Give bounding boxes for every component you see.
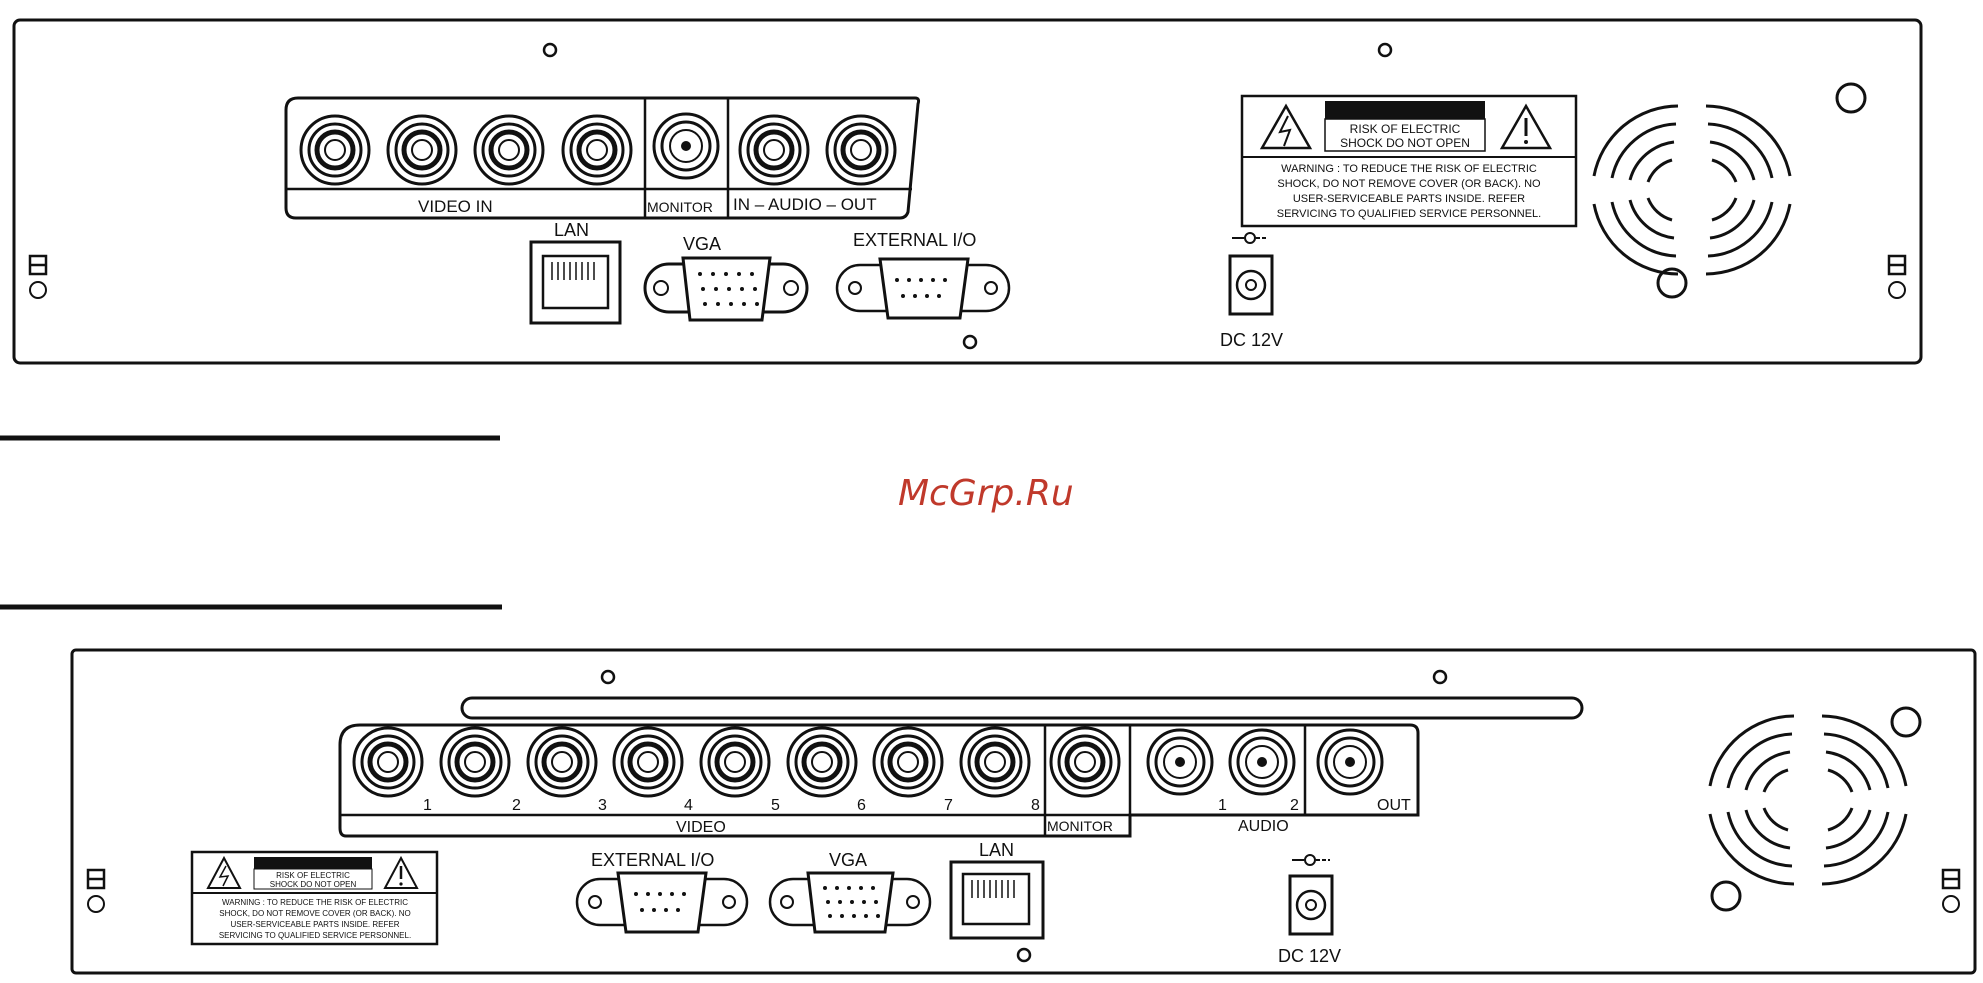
vga-pins bbox=[698, 272, 759, 306]
warning-label: RISK OF ELECTRIC SHOCK DO NOT OPEN WARNI… bbox=[190, 850, 439, 946]
channel-5-label: 5 bbox=[771, 797, 780, 814]
handle-rail bbox=[460, 696, 1584, 720]
channel-8-label: 8 bbox=[1031, 797, 1040, 814]
screw-hole bbox=[1377, 42, 1393, 58]
lightning-warning-icon bbox=[1259, 103, 1313, 150]
external-io-label: EXTERNAL I/O bbox=[591, 850, 714, 870]
channel-3-label: 3 bbox=[598, 797, 607, 814]
video-in-bnc-1[interactable] bbox=[301, 116, 369, 184]
lan-socket bbox=[541, 254, 610, 310]
lan-label: LAN bbox=[554, 220, 589, 240]
audio-out-bnc[interactable] bbox=[827, 116, 895, 184]
svg-text:USER-SERVICEABLE PARTS INSIDE.: USER-SERVICEABLE PARTS INSIDE. REFER bbox=[1293, 193, 1525, 205]
svg-text:WARNING : TO REDUCE THE RISK O: WARNING : TO REDUCE THE RISK OF ELECTRIC bbox=[222, 898, 408, 907]
screw-hole bbox=[1016, 947, 1032, 963]
video-bnc-4[interactable] bbox=[614, 728, 682, 796]
screw-hole bbox=[600, 669, 616, 685]
svg-text:SHOCK, DO NOT REMOVE COVER (OR: SHOCK, DO NOT REMOVE COVER (OR BACK). NO bbox=[219, 909, 410, 918]
dc-polarity-icon bbox=[1292, 854, 1330, 866]
audio-1-label: 1 bbox=[1218, 797, 1227, 814]
audio-2-label: 2 bbox=[1290, 797, 1299, 814]
watermark-text: McGrp.Ru bbox=[898, 473, 1074, 514]
channel-7-label: 7 bbox=[944, 797, 953, 814]
svg-text:RISK OF ELECTRIC: RISK OF ELECTRIC bbox=[1350, 122, 1461, 136]
dc-12v-label: DC 12V bbox=[1278, 946, 1341, 966]
external-io-pins bbox=[895, 278, 947, 298]
svg-text:SHOCK, DO NOT REMOVE COVER (OR: SHOCK, DO NOT REMOVE COVER (OR BACK). NO bbox=[1277, 178, 1541, 190]
svg-text:SERVICING TO QUALIFIED SERVICE: SERVICING TO QUALIFIED SERVICE PERSONNEL… bbox=[219, 931, 411, 940]
lan-pins bbox=[551, 262, 595, 280]
warning-label: RISK OF ELECTRIC SHOCK DO NOT OPEN WARNI… bbox=[1240, 94, 1578, 228]
monitor-bnc[interactable] bbox=[652, 112, 720, 180]
lan-label: LAN bbox=[979, 840, 1014, 860]
monitor-label: MONITOR bbox=[647, 199, 713, 215]
video-in-bnc-2[interactable] bbox=[388, 116, 456, 184]
channel-2-label: 2 bbox=[512, 797, 521, 814]
lightning-warning-icon bbox=[206, 855, 242, 889]
video-bnc-3[interactable] bbox=[528, 728, 596, 796]
video-bnc-1[interactable] bbox=[354, 728, 422, 796]
audio-out-bnc[interactable] bbox=[1316, 728, 1384, 796]
svg-text:WARNING : TO REDUCE THE RISK O: WARNING : TO REDUCE THE RISK OF ELECTRIC bbox=[1281, 163, 1537, 175]
audio-bnc-1[interactable] bbox=[1146, 728, 1214, 796]
svg-text:SERVICING TO QUALIFIED SERVICE: SERVICING TO QUALIFIED SERVICE PERSONNEL… bbox=[1277, 208, 1541, 220]
video-in-bnc-3[interactable] bbox=[475, 116, 543, 184]
channel-6-label: 6 bbox=[857, 797, 866, 814]
audio-in-bnc[interactable] bbox=[740, 116, 808, 184]
external-io-pins bbox=[634, 892, 686, 912]
video-in-label: VIDEO IN bbox=[418, 197, 493, 216]
bottom-rear-panel: 1 2 3 4 5 6 7 8 1 2 OUT VIDEO MONITOR AU… bbox=[70, 648, 1977, 975]
video-bnc-6[interactable] bbox=[788, 728, 856, 796]
video-bnc-5[interactable] bbox=[701, 728, 769, 796]
video-in-bnc-4[interactable] bbox=[563, 116, 631, 184]
video-bnc-8[interactable] bbox=[961, 728, 1029, 796]
dc-polarity-icon bbox=[1232, 232, 1268, 244]
monitor-bnc[interactable] bbox=[1051, 728, 1119, 796]
screw-hole bbox=[542, 42, 558, 58]
channel-1-label: 1 bbox=[423, 797, 432, 814]
fan-vent-icon bbox=[1592, 82, 1867, 299]
monitor-label: MONITOR bbox=[1047, 818, 1113, 834]
vga-label: VGA bbox=[683, 234, 721, 254]
video-bnc-7[interactable] bbox=[874, 728, 942, 796]
top-rear-panel: VIDEO IN MONITOR IN – AUDIO – OUT LAN VG… bbox=[12, 18, 1923, 365]
audio-bnc-2[interactable] bbox=[1228, 728, 1296, 796]
video-label: VIDEO bbox=[676, 819, 726, 836]
svg-text:USER-SERVICEABLE PARTS INSIDE.: USER-SERVICEABLE PARTS INSIDE. REFER bbox=[231, 920, 400, 929]
audio-label: AUDIO bbox=[1238, 818, 1289, 835]
fan-vent-icon bbox=[1708, 706, 1922, 912]
channel-4-label: 4 bbox=[684, 797, 693, 814]
video-bnc-2[interactable] bbox=[441, 728, 509, 796]
vga-label: VGA bbox=[829, 850, 867, 870]
dc-12v-label: DC 12V bbox=[1220, 330, 1283, 350]
external-io-label: EXTERNAL I/O bbox=[853, 230, 976, 250]
svg-text:SHOCK DO NOT OPEN: SHOCK DO NOT OPEN bbox=[270, 880, 357, 889]
screw-hole bbox=[962, 334, 978, 350]
svg-text:RISK OF ELECTRIC: RISK OF ELECTRIC bbox=[276, 871, 350, 880]
lan-pins bbox=[971, 880, 1015, 898]
svg-text:SHOCK DO NOT OPEN: SHOCK DO NOT OPEN bbox=[1340, 136, 1470, 150]
audio-out-label: OUT bbox=[1377, 797, 1411, 814]
screw-hole bbox=[1432, 669, 1448, 685]
vga-pins bbox=[823, 886, 880, 918]
audio-in-out-label: IN – AUDIO – OUT bbox=[733, 195, 877, 214]
